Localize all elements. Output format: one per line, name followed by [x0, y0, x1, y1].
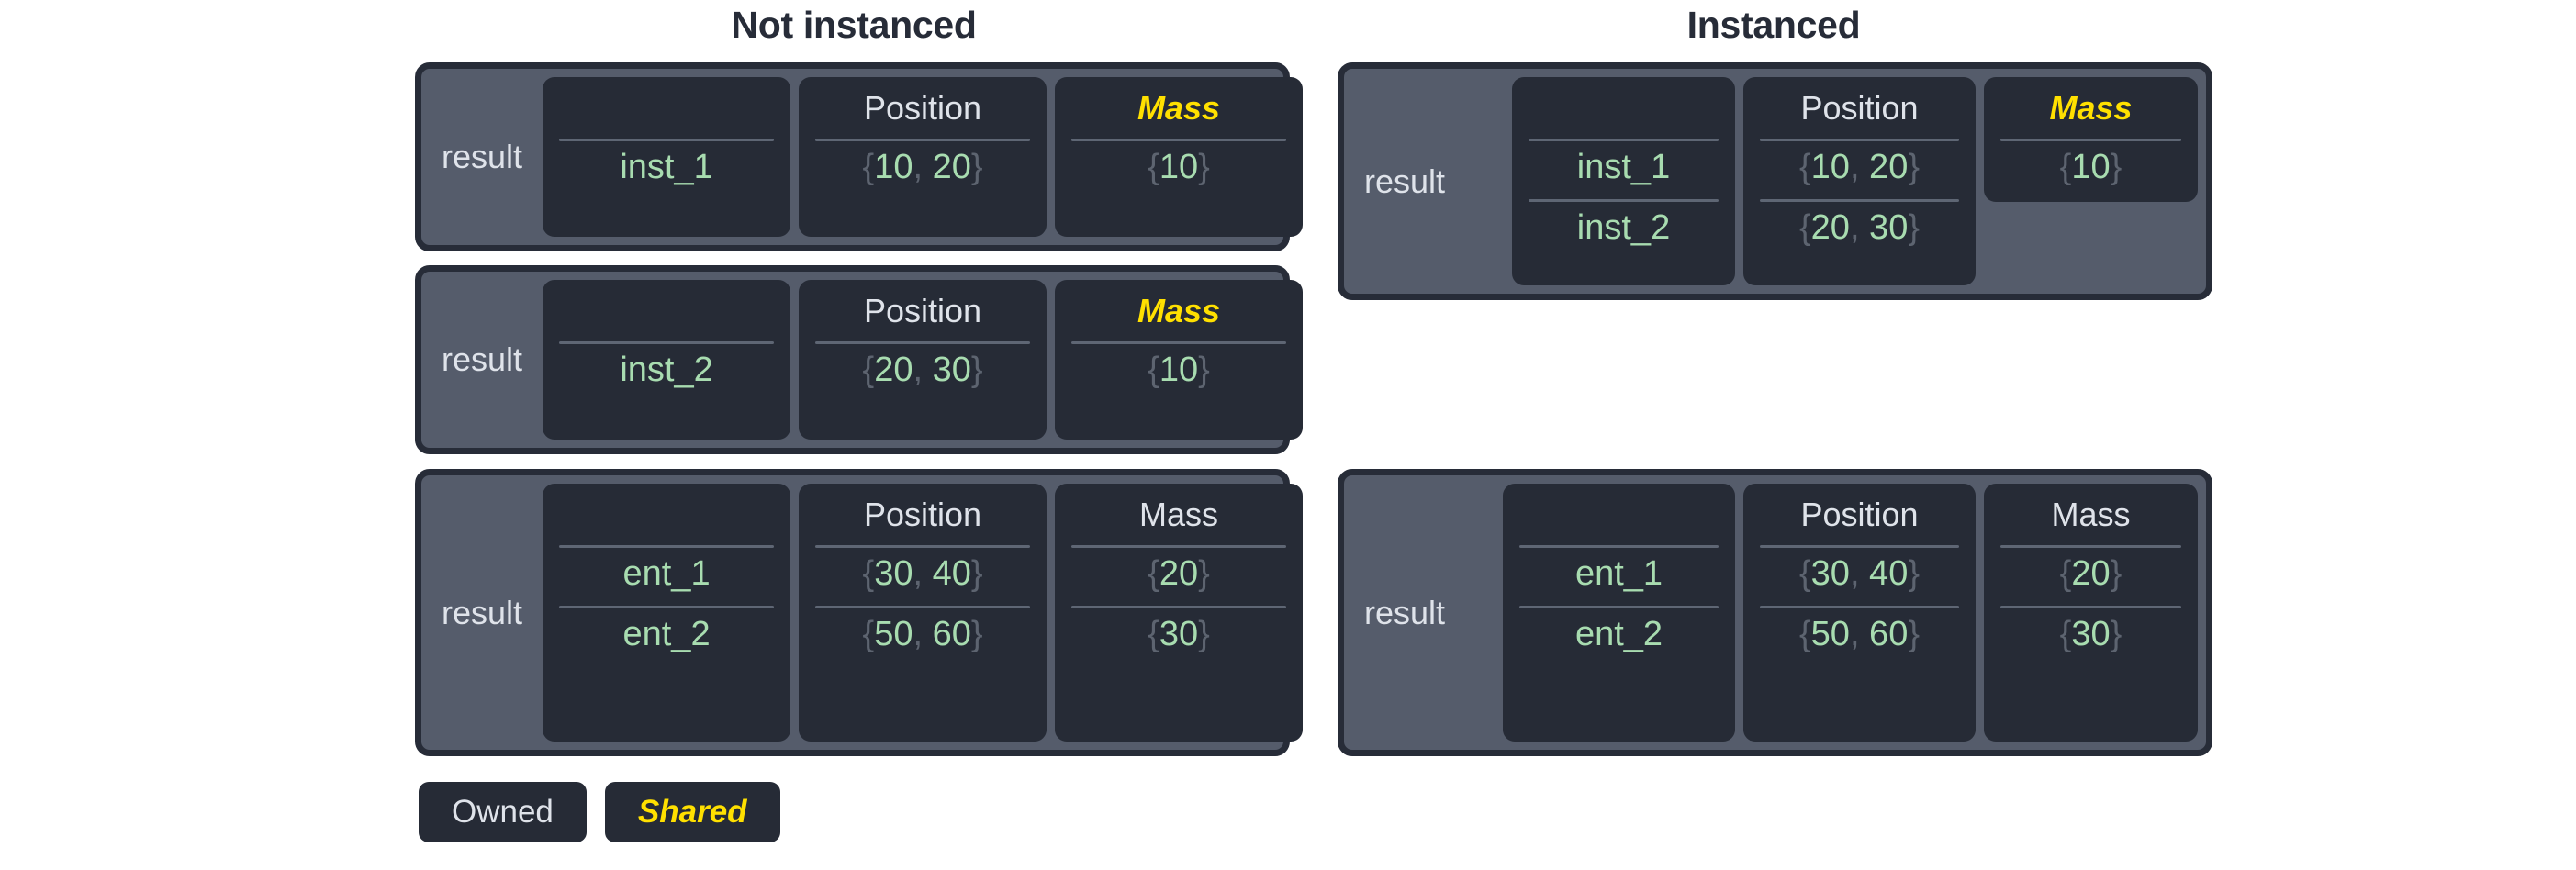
row-divider: [1071, 545, 1287, 548]
entity-name-cell: inst_2: [1576, 208, 1671, 247]
entity-name-cell: ent_2: [622, 615, 711, 653]
entity-name-column: ent_1 ent_2: [543, 484, 791, 742]
component-column-mass: Mass {10}: [1984, 77, 2198, 202]
column-header: Mass: [2051, 496, 2131, 533]
component-column-mass: Mass {20} {30}: [1984, 484, 2198, 742]
entity-name-cell: ent_1: [1574, 554, 1663, 593]
result-label: result: [442, 593, 523, 631]
component-value-cell: {10}: [1148, 148, 1210, 186]
result-panel: result inst_1 Position {10, 20} Mass {10}: [415, 62, 1304, 251]
legend-chip-owned: Owned: [419, 782, 587, 842]
component-value-cell: {20}: [2059, 554, 2122, 593]
result-panel: result inst_1 inst_2 Position {10, 20} {20, …: [1338, 62, 2212, 300]
row-divider: [2000, 606, 2181, 608]
component-value-cell: {10, 20}: [862, 148, 983, 186]
column-header: [543, 84, 790, 132]
column-header: Position: [863, 292, 982, 329]
row-divider: [815, 139, 1031, 141]
column-header: Position: [863, 496, 982, 533]
entity-name-column: inst_2: [543, 280, 791, 440]
result-label: result: [1364, 162, 1446, 200]
row-divider: [1760, 606, 1959, 608]
row-divider: [1760, 545, 1959, 548]
column-group: inst_1 Position {10, 20} Mass {10}: [543, 69, 1311, 245]
component-column-position: Position {10, 20}: [799, 77, 1047, 237]
row-divider: [559, 545, 775, 548]
result-label: result: [1364, 593, 1446, 631]
column-header: Position: [1800, 89, 1919, 127]
column-group: inst_2 Position {20, 30} Mass {10}: [543, 272, 1311, 448]
component-column-mass: Mass {10}: [1055, 77, 1304, 237]
row-divider: [559, 341, 775, 344]
column-group: ent_1 ent_2 Position {30, 40} {50, 60} Mass {2…: [1503, 475, 2206, 750]
component-value-cell: {50, 60}: [1798, 615, 1921, 653]
component-value-cell: {10, 20}: [1798, 148, 1921, 186]
result-label: result: [442, 138, 523, 175]
row-divider: [1519, 606, 1719, 608]
component-value-cell: {10}: [1148, 351, 1210, 389]
entity-name-cell: ent_2: [1574, 615, 1663, 653]
row-divider: [1760, 139, 1959, 141]
component-column-position: Position {20, 30}: [799, 280, 1047, 440]
component-column-mass: Mass {10}: [1055, 280, 1304, 440]
row-divider: [2000, 545, 2181, 548]
component-value-cell: {10}: [2059, 148, 2122, 186]
component-value-cell: {50, 60}: [862, 615, 983, 653]
entity-name-cell: ent_1: [622, 554, 711, 593]
row-divider: [2000, 139, 2181, 141]
entity-name-column: ent_1 ent_2: [1503, 484, 1735, 742]
component-column-position: Position {30, 40} {50, 60}: [1743, 484, 1976, 742]
column-header: Mass: [2049, 89, 2133, 127]
component-column-position: Position {30, 40} {50, 60}: [799, 484, 1047, 742]
column-header: [1512, 84, 1735, 132]
row-divider: [559, 606, 775, 608]
component-value-cell: {20, 30}: [862, 351, 983, 389]
entity-name-column: inst_1 inst_2: [1512, 77, 1735, 285]
component-value-cell: {30, 40}: [862, 554, 983, 593]
column-header: Mass: [1137, 89, 1221, 127]
entity-name-cell: inst_2: [620, 351, 713, 389]
component-value-cell: {20, 30}: [1798, 208, 1921, 247]
row-divider: [815, 341, 1031, 344]
row-divider: [1071, 606, 1287, 608]
result-panel: result ent_1 ent_2 Position {30, 40} {50, 60…: [1338, 469, 2212, 756]
column-header: Position: [1800, 496, 1919, 533]
entity-name-cell: inst_1: [1576, 148, 1671, 186]
row-divider: [815, 545, 1031, 548]
column-header: Position: [863, 89, 982, 127]
column-header: [1503, 491, 1735, 539]
row-divider: [1760, 199, 1959, 202]
entity-name-column: inst_1: [543, 77, 791, 237]
result-panel: result inst_2 Position {20, 30} Mass {10}: [415, 265, 1304, 454]
column-group: inst_1 inst_2 Position {10, 20} {20, 30} Mass…: [1512, 69, 2206, 294]
row-divider: [1529, 139, 1719, 141]
component-value-cell: {30}: [1148, 615, 1210, 653]
result-panel: result ent_1 ent_2 Position {30, 40} {50, 60…: [415, 469, 1304, 756]
component-column-position: Position {10, 20} {20, 30}: [1743, 77, 1976, 285]
component-value-cell: {30, 40}: [1798, 554, 1921, 593]
component-value-cell: {30}: [2059, 615, 2122, 653]
row-divider: [1519, 545, 1719, 548]
row-divider: [1071, 341, 1287, 344]
component-column-mass: Mass {20} {30}: [1055, 484, 1304, 742]
result-label: result: [442, 340, 523, 378]
section-title-instanced: Instanced: [1686, 4, 1861, 46]
component-value-cell: {20}: [1148, 554, 1210, 593]
column-group: ent_1 ent_2 Position {30, 40} {50, 60} Mass {2…: [543, 475, 1311, 750]
column-header: Mass: [1139, 496, 1219, 533]
entity-name-cell: inst_1: [620, 148, 713, 186]
column-header: [543, 287, 790, 335]
row-divider: [1529, 199, 1719, 202]
row-divider: [1071, 139, 1287, 141]
column-header: [543, 491, 790, 539]
column-header: Mass: [1137, 292, 1221, 329]
legend-chip-shared: Shared: [604, 782, 780, 842]
section-title-not-instanced: Not instanced: [731, 4, 977, 46]
legend: Owned Shared: [419, 782, 780, 842]
row-divider: [559, 139, 775, 141]
row-divider: [815, 606, 1031, 608]
